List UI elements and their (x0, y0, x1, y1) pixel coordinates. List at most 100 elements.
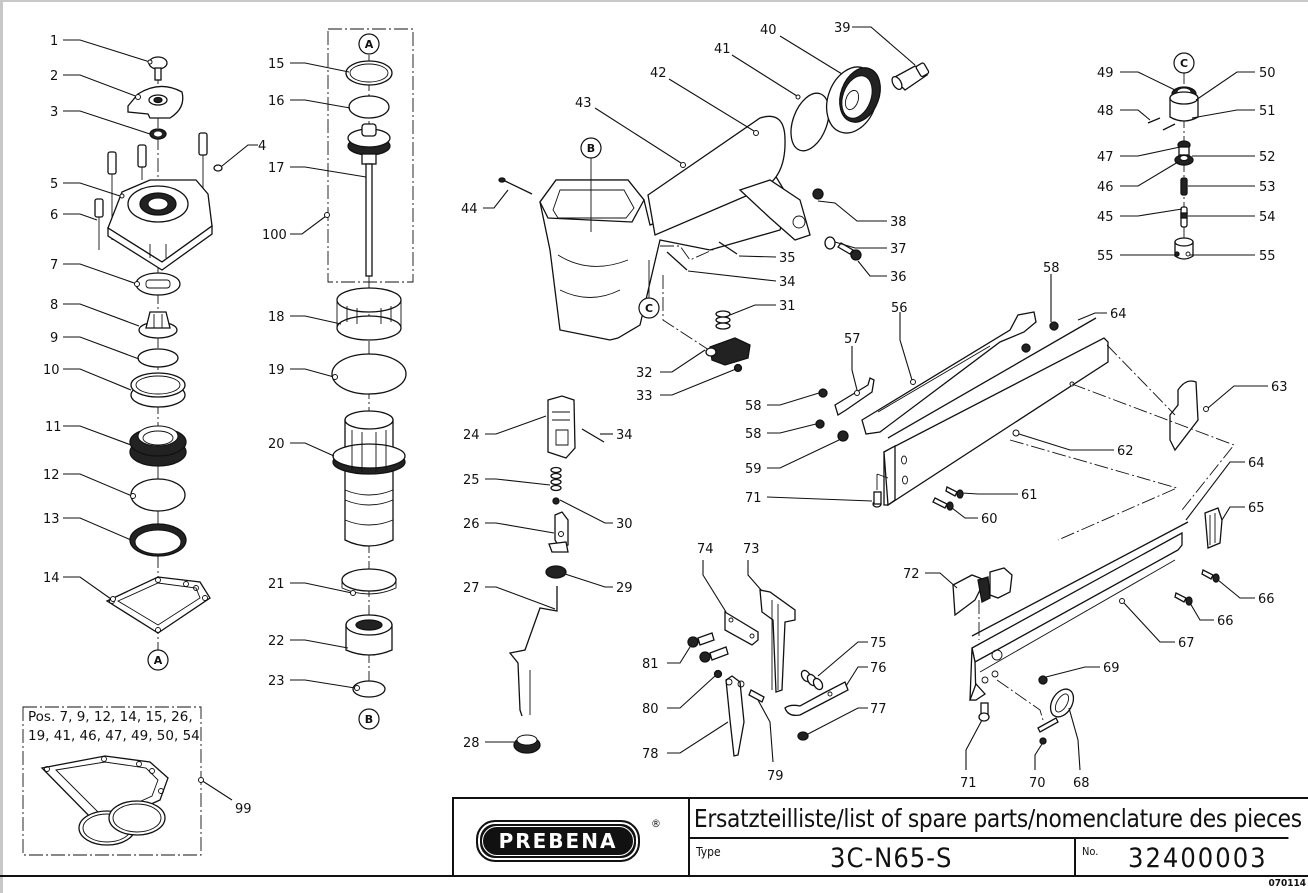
part-72-latch (952, 567, 1013, 617)
label-100: 100 (262, 228, 287, 243)
part-60-61-screws (932, 486, 964, 511)
seal-kit-box: 99 (22, 706, 252, 856)
part-58-nut-a (818, 388, 828, 398)
part-21-ring (341, 568, 397, 595)
main-body-parts: B (498, 62, 930, 373)
label-5: 5 (50, 177, 58, 192)
label-99: 99 (235, 802, 252, 817)
part-73-safety-bracket (759, 589, 796, 693)
label-49: 49 (1097, 66, 1114, 81)
label-63: 63 (1271, 380, 1288, 395)
label-1: 1 (50, 34, 58, 49)
label-38: 38 (890, 215, 907, 230)
label-18: 18 (268, 310, 285, 325)
reference-marker-a-top: A (358, 33, 380, 55)
part-40-end-cap (825, 66, 881, 134)
part-71-screw-top (872, 473, 889, 508)
label-76: 76 (870, 661, 887, 676)
part-64-rail-upper (887, 317, 1097, 439)
number-label: No. (1082, 845, 1099, 858)
label-78: 78 (642, 747, 659, 762)
label-53: 53 (1259, 180, 1276, 195)
label-36: 36 (890, 270, 907, 285)
document-code: 070114 (1268, 878, 1306, 889)
label-54: 54 (1259, 210, 1276, 225)
label-30: 30 (616, 517, 633, 532)
part-19-o-ring (331, 353, 407, 395)
part-5-6-screws (94, 132, 208, 250)
label-41: 41 (714, 42, 731, 57)
label-20: 20 (268, 437, 285, 452)
part-75-spring (800, 669, 824, 691)
label-15: 15 (268, 57, 285, 72)
part-28-adjuster (513, 734, 541, 754)
label-31: 31 (779, 299, 796, 314)
part-8-valve (138, 311, 178, 339)
head-valve-parts: C (1147, 52, 1199, 260)
part-12-o-ring (130, 478, 186, 512)
page-top-border (0, 0, 1308, 2)
part-65-guide (1204, 507, 1223, 549)
label-52: 52 (1259, 150, 1276, 165)
part-27-wire-lever (508, 586, 558, 717)
type-cell: Type 3C-N65-S (690, 839, 1076, 876)
label-51: 51 (1259, 104, 1276, 119)
part-67-lower-rail (969, 531, 1183, 701)
part-58-nut-d (1021, 343, 1031, 353)
part-77-screw (797, 731, 809, 741)
seal-kit-contents: Pos. 7, 9, 12, 14, 15, 26, 19, 41, 46, 4… (28, 708, 200, 746)
label-29: 29 (616, 581, 633, 596)
part-32-trigger-valve (705, 337, 751, 366)
part-25-spring (550, 466, 562, 492)
page-left-border (0, 0, 3, 893)
second-column-callouts: 15 16 17 100 18 19 20 21 22 23 (262, 57, 367, 691)
label-81: 81 (642, 657, 659, 672)
svg-text:B: B (587, 142, 595, 155)
label-12: 12 (43, 468, 60, 483)
label-19: 19 (268, 363, 285, 378)
label-64-top: 64 (1110, 307, 1127, 322)
seal-kit-line-2: 19, 41, 46, 47, 49, 50, 54 (28, 728, 200, 744)
label-71-bottom: 71 (960, 776, 977, 791)
magazine-callouts: 58 64 56 57 58 58 59 71 61 60 62 63 64 6… (745, 261, 1288, 791)
part-36-bolt (837, 242, 862, 261)
part-62-magazine-plate (883, 337, 1109, 507)
part-33-ball (733, 363, 743, 373)
part-74-plate (724, 610, 759, 646)
part-35-pin (718, 241, 738, 255)
bottom-rule (0, 875, 1308, 877)
part-15-ring (345, 60, 393, 86)
label-66-b: 66 (1217, 614, 1234, 629)
svg-text:A: A (154, 654, 163, 667)
part-51-pin (1162, 123, 1176, 131)
label-34-top: 34 (779, 275, 796, 290)
label-4: 4 (258, 139, 266, 154)
label-11: 11 (45, 420, 62, 435)
part-58-nut-b (815, 419, 825, 429)
reference-marker-c-body: C (638, 260, 660, 319)
part-17-piston (347, 123, 391, 277)
part-55-nut (1174, 237, 1194, 260)
contact-arm-parts (687, 589, 849, 757)
number-value: 32400003 (1128, 843, 1268, 874)
label-3: 3 (50, 105, 58, 120)
label-50: 50 (1259, 66, 1276, 81)
part-11-seal (129, 425, 187, 467)
part-5-cylinder-cap (107, 179, 213, 271)
label-66-a: 66 (1258, 592, 1275, 607)
label-22: 22 (268, 634, 285, 649)
part-13-seal (129, 523, 187, 557)
label-32: 32 (636, 366, 653, 381)
svg-text:B: B (365, 713, 373, 726)
label-61: 61 (1021, 488, 1038, 503)
label-24: 24 (463, 428, 480, 443)
part-53-spring (1180, 177, 1188, 196)
label-74: 74 (697, 542, 714, 557)
label-48: 48 (1097, 104, 1114, 119)
label-34-lower: 34 (616, 428, 633, 443)
part-70-washer (1039, 737, 1047, 745)
label-75: 75 (870, 636, 887, 651)
part-79-pin (748, 689, 765, 703)
reference-marker-c-valve: C (1173, 52, 1195, 74)
document-title: Ersatzteilliste/list of spare parts/nome… (690, 799, 1302, 839)
